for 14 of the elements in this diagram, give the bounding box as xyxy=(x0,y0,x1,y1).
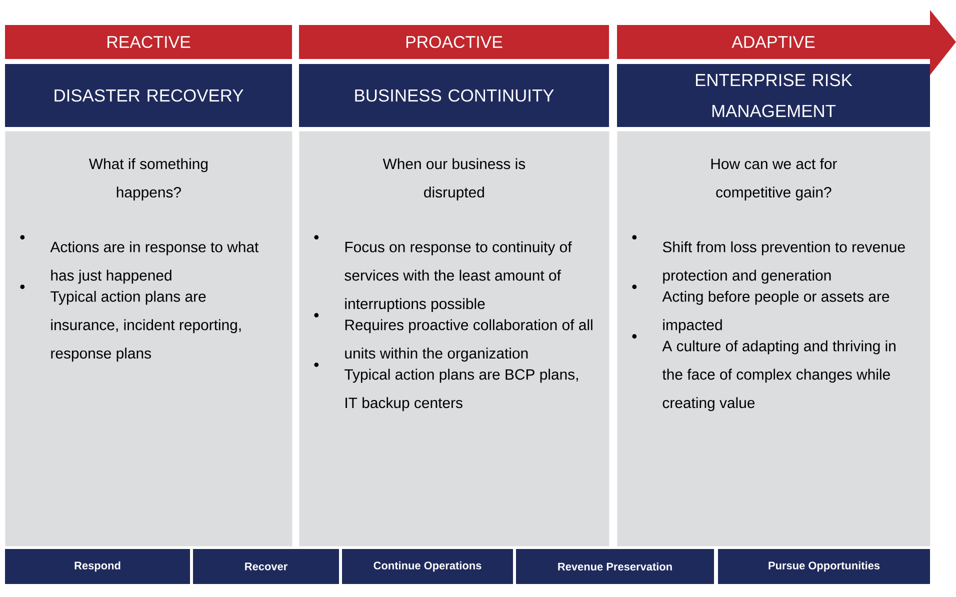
stage-box: Respond xyxy=(5,549,190,584)
header-box: BUSINESS CONTINUITY xyxy=(299,64,609,127)
header-box: DISASTER RECOVERY xyxy=(5,64,292,127)
content-panel: How can we act for competitive gain? Shift from loss prevention to revenue protection and generation Acting before people or assets are impacted A culture of adapting and thriving in the face of complex changes while creating value xyxy=(617,131,930,546)
stage-box: Recover xyxy=(193,549,339,584)
content-panel: When our business is disrupted Focus on response to continuity of services with the least amount of interruptions possible Requires proactive collaboration of all units within the organization Typical action plans are BCP plans, IT backup centers xyxy=(299,131,610,546)
arrow-band: ADAPTIVE xyxy=(617,10,956,75)
stage-box: Continue Operations xyxy=(342,549,513,584)
label-band: REACTIVE xyxy=(5,25,292,59)
header-box: ENTERPRISE RISK MANAGEMENT xyxy=(617,64,930,127)
stage-box: Revenue Preservation xyxy=(516,549,714,584)
label-band: PROACTIVE xyxy=(299,25,609,59)
stage-box: Pursue Opportunities xyxy=(718,549,930,584)
content-panel: What if something happens? Actions are in response to what has just happened Typical action plans are insurance, incident reporting, response plans xyxy=(5,131,292,546)
